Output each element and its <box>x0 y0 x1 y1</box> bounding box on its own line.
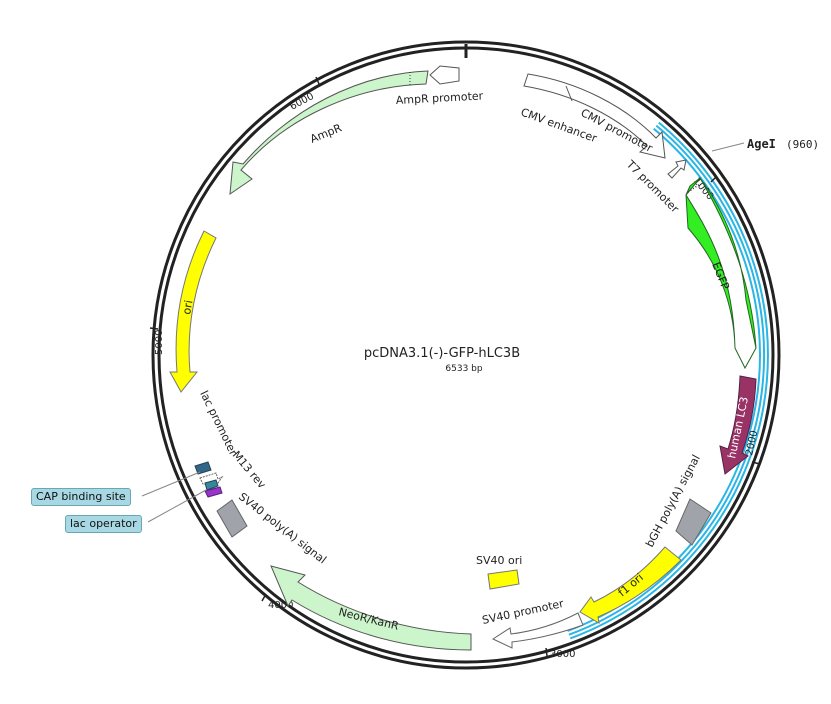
feature-sv40-promoter <box>491 612 584 649</box>
backbone-outer <box>151 40 781 670</box>
tick-5000 <box>149 327 159 330</box>
tick-label-4000: 4000 <box>268 600 293 611</box>
label-ampr: AmpR <box>308 121 344 145</box>
cmv-divider <box>565 85 573 102</box>
feature-ori <box>169 230 217 393</box>
tick-label-3000: 3000 <box>550 649 575 660</box>
label-sv40-polya: SV40 poly(A) signal <box>236 490 329 566</box>
feature-t7-promoter <box>667 159 687 179</box>
agei-leader <box>711 142 745 152</box>
label-ori: ori <box>180 299 195 315</box>
feature-f1-ori <box>579 546 682 624</box>
label-egfp: EGFP <box>709 260 732 292</box>
feature-cap-binding-site <box>194 461 212 475</box>
tick-6000 <box>315 76 320 85</box>
feature-sv40-ori <box>487 569 520 590</box>
lac-operator-leader <box>147 489 207 523</box>
label-m13-rev: M13 rev <box>230 449 269 492</box>
feature-egfp <box>685 177 757 370</box>
insert-highlight-outer <box>569 121 769 640</box>
map-length: 6533 bp <box>445 364 482 374</box>
callout-cap-binding-site[interactable]: CAP binding site <box>31 488 131 506</box>
tick-label-5000: 5000 <box>154 330 165 355</box>
label-sv40-ori: SV40 ori <box>476 554 522 567</box>
feature-neor-kanr <box>270 565 472 651</box>
feature-human-lc3 <box>719 375 757 475</box>
feature-sv40-polya <box>216 499 248 538</box>
tick-2000 <box>751 461 761 465</box>
feature-m13-rev <box>204 486 223 498</box>
label-ampr-promoter: AmpR promoter <box>395 89 483 107</box>
feature-cmv-promoter <box>523 73 666 159</box>
label-t7-promoter: T7 promoter <box>623 157 682 216</box>
tick-1000 <box>710 175 718 183</box>
feature-bgh-polya <box>675 498 712 546</box>
cap-leader <box>141 471 201 497</box>
tick-3000 <box>545 647 548 657</box>
tick-label-2000: 2000 <box>744 429 760 456</box>
features <box>169 65 757 651</box>
feature-lac-operator <box>204 479 219 491</box>
site-agei-name: AgeI <box>747 137 776 151</box>
map-title: pcDNA3.1(-)-GFP-hLC3B <box>364 346 520 361</box>
tick-4000 <box>261 593 267 602</box>
feature-ampr-promoter <box>429 65 460 85</box>
label-sv40-promoter: SV40 promoter <box>481 597 565 627</box>
callout-lac-operator[interactable]: lac operator <box>65 515 142 533</box>
label-lac-promoter: lac promoter <box>197 389 240 458</box>
insert-highlight-inner <box>568 124 766 636</box>
site-agei-position: (960) <box>786 138 819 151</box>
feature-ampr <box>229 70 429 196</box>
egfp-dots <box>687 183 701 193</box>
